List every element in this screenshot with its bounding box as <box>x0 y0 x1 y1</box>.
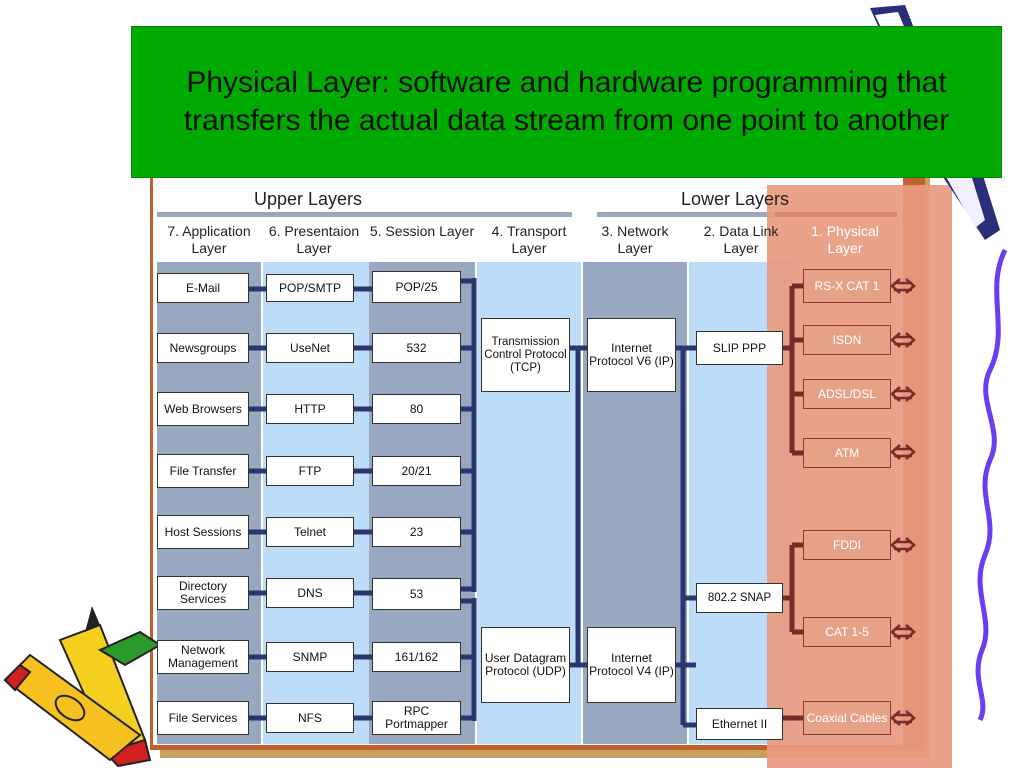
pres-box: HTTP <box>266 394 354 424</box>
pres-box: UseNet <box>266 333 354 363</box>
upper-connectors <box>249 286 372 721</box>
app-box: E-Mail <box>157 273 249 303</box>
physical-box: ATM <box>803 438 891 468</box>
transport-box-tcp: Transmission Control Protocol (TCP) <box>481 318 570 392</box>
physical-box: ISDN <box>803 325 891 355</box>
crayons-icon <box>3 606 162 768</box>
physical-box: ADSL/DSL <box>803 379 891 409</box>
network-box-v6: Internet Protocol V6 (IP) <box>587 318 676 392</box>
app-box: Newsgroups <box>157 333 249 363</box>
app-box: Host Sessions <box>157 515 249 549</box>
session-box: POP/25 <box>372 271 461 303</box>
physical-box: CAT 1-5 <box>803 617 891 647</box>
datalink-box: Ethernet II <box>696 708 783 740</box>
session-transport-connectors <box>461 278 477 721</box>
squiggle-decoration <box>975 248 1008 722</box>
pres-box: FTP <box>266 456 354 486</box>
transport-box-udp: User Datagram Protocol (UDP) <box>481 627 570 703</box>
lower-layers-rule <box>597 212 897 217</box>
app-box: Directory Services <box>157 576 249 610</box>
lower-layers-header: Lower Layers <box>681 189 790 209</box>
col-header-network: 3. Network Layer <box>601 223 669 256</box>
slide-title: Physical Layer: software and hardware pr… <box>131 26 1002 178</box>
col-header-datalink: 2. Data Link Layer <box>703 223 779 256</box>
network-box-v4: Internet Protocol V4 (IP) <box>587 627 676 703</box>
physical-arrows <box>890 278 916 726</box>
session-box: 80 <box>372 394 461 424</box>
physical-box: Coaxial Cables <box>803 701 891 735</box>
app-box: Network Management <box>157 640 249 674</box>
session-box: 161/162 <box>372 642 461 672</box>
pres-box: NFS <box>266 703 354 733</box>
col-header-application: 7. Application Layer <box>167 223 251 256</box>
session-box: 53 <box>372 578 461 610</box>
pres-box: DNS <box>266 578 354 608</box>
lower-connectors <box>568 345 696 728</box>
session-box: RPC Portmapper <box>372 701 461 735</box>
col-header-presentation: 6. Presentaion Layer <box>268 223 360 256</box>
session-box: 23 <box>372 517 461 547</box>
datalink-box: 802.2 SNAP <box>696 583 783 613</box>
physical-connectors <box>783 283 803 721</box>
upper-layers-rule <box>157 212 572 217</box>
physical-rule <box>775 212 897 217</box>
physical-box: FDDI <box>803 530 891 560</box>
pres-box: Telnet <box>266 517 354 547</box>
session-box: 532 <box>372 333 461 363</box>
session-box: 20/21 <box>372 456 461 486</box>
pres-box: POP/SMTP <box>266 274 354 302</box>
col-header-transport: 4. Transport Layer <box>491 223 567 256</box>
upper-layers-header: Upper Layers <box>254 189 363 209</box>
col-header-session: 5. Session Layer <box>369 223 475 239</box>
app-box: File Services <box>157 701 249 735</box>
pres-box: SNMP <box>266 642 354 672</box>
datalink-box: SLIP PPP <box>696 331 783 365</box>
col-header-physical: 1. Physical Layer <box>811 223 879 256</box>
app-box: File Transfer <box>157 454 249 488</box>
physical-box: RS-X CAT 1 <box>803 269 891 303</box>
app-box: Web Browsers <box>157 392 249 426</box>
